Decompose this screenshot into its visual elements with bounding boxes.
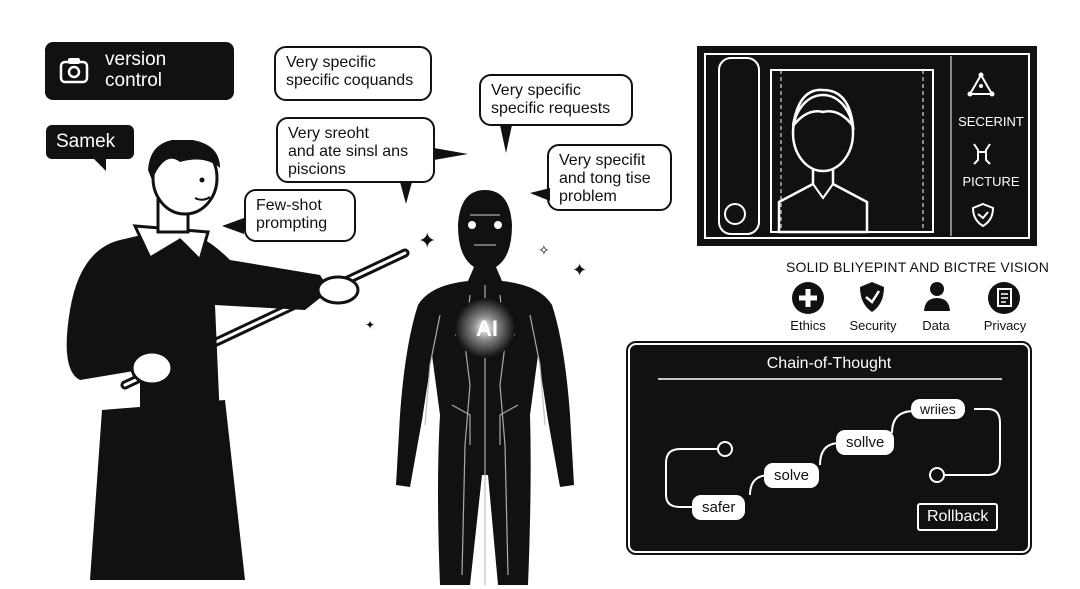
bubble-commands-line2: specific coquands xyxy=(286,72,414,89)
bubble-sreoht: Very sreoht and ate sinsl ans piscions xyxy=(276,117,435,183)
vision-title: SOLID BLIYEPINT AND BICTRE VISION xyxy=(786,259,1050,275)
document-icon xyxy=(988,282,1020,314)
bubble-sreoht-line2: and ate sinsl ans xyxy=(288,143,409,160)
bubble-sreoht-line3: piscions xyxy=(288,161,346,178)
rollback-button[interactable]: Rollback xyxy=(917,503,999,531)
chain-node-sollve[interactable]: sollve xyxy=(836,430,895,455)
bubble-problem-line3: problem xyxy=(559,188,617,205)
version-control-line1: version xyxy=(105,49,167,70)
shield-icon xyxy=(971,202,995,228)
name-tag-tail xyxy=(92,157,106,171)
chain-node-safer[interactable]: safer xyxy=(692,495,746,520)
bubble-few-shot-line2: prompting xyxy=(256,215,328,232)
sparkle-icon: ✧ xyxy=(538,242,550,258)
sparkle-icon: ✦ xyxy=(365,318,376,332)
bubble-sreoht-line1: Very sreoht xyxy=(288,125,369,142)
chain-node-wriies[interactable]: wriies xyxy=(911,399,965,419)
bubble-requests-tail xyxy=(500,125,512,153)
bubble-requests-line2: specific requests xyxy=(491,100,611,117)
bubble-problem-tail xyxy=(530,188,550,201)
blueprint-side-label-1: SECERINT xyxy=(958,114,1024,129)
camera-icon xyxy=(59,56,89,84)
bubble-few-shot-tail xyxy=(222,218,244,234)
vision-label-ethics: Ethics xyxy=(790,318,826,333)
blueprint-portrait xyxy=(704,53,1030,239)
blueprint-side-label-2: PICTURE xyxy=(962,174,1020,189)
blueprint-panel: SECERINT PICTURE xyxy=(697,46,1037,246)
chain-of-thought-panel: Chain-of-Thought safer solve sollve wrii… xyxy=(626,341,1032,555)
vision-label-data: Data xyxy=(922,318,950,333)
bubble-problem: Very specifit and tong tise problem xyxy=(547,144,672,211)
name-tag: Samek xyxy=(46,125,134,159)
bubble-few-shot-line1: Few-shot xyxy=(256,197,322,214)
bubble-requests-line1: Very specific xyxy=(491,82,581,99)
person-icon xyxy=(922,280,952,312)
bubble-commands-line1: Very specific xyxy=(286,54,376,71)
sparkle-icon: ✦ xyxy=(418,228,437,253)
version-control-tag: version control xyxy=(45,42,234,100)
chain-node-solve[interactable]: solve xyxy=(764,463,820,488)
security-shield-icon xyxy=(858,280,886,314)
name-tag-label: Samek xyxy=(56,131,116,152)
ethics-icon xyxy=(792,282,824,314)
vision-label-security: Security xyxy=(849,318,897,333)
ai-chest-label: AI xyxy=(476,316,498,341)
bubble-sreoht-tail-right xyxy=(434,148,468,160)
bubble-sreoht-tail-down xyxy=(400,182,412,204)
chain-title: Chain-of-Thought xyxy=(766,355,892,372)
version-control-line2: control xyxy=(105,70,163,91)
chain-connectors xyxy=(658,378,1002,508)
presenter-figure xyxy=(40,140,420,580)
bubble-commands: Very specific specific coquands xyxy=(274,46,432,101)
bubble-problem-line2: and tong tise xyxy=(559,170,651,187)
bubble-few-shot: Few-shot prompting xyxy=(244,189,356,242)
hands-icon xyxy=(969,140,995,166)
vision-label-privacy: Privacy xyxy=(983,318,1027,333)
network-triangle-icon xyxy=(967,72,995,98)
sparkle-icon: ✦ xyxy=(572,260,588,280)
ai-robot-figure xyxy=(370,185,600,585)
bubble-problem-line1: Very specifit xyxy=(559,152,646,169)
bubble-requests: Very specific specific requests xyxy=(479,74,633,126)
